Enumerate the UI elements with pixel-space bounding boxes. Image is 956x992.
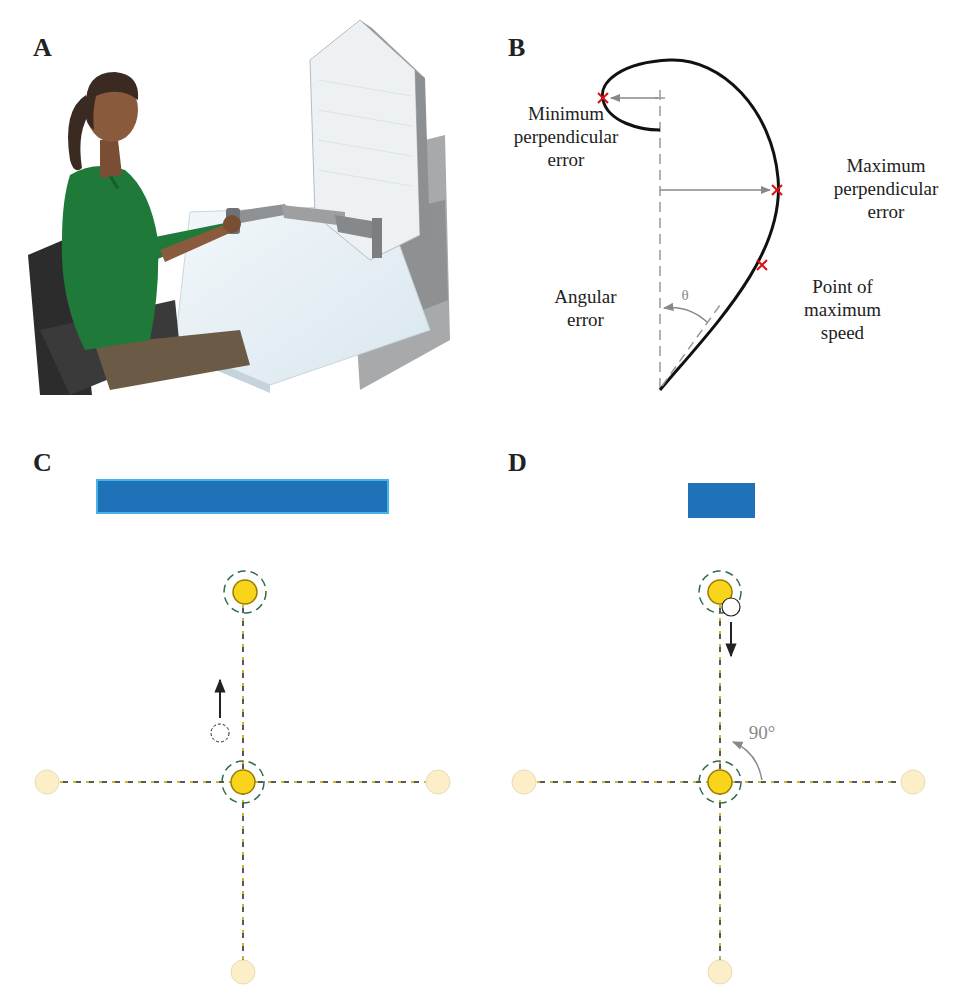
panel-letter: D — [508, 447, 548, 478]
angle-symbol: θ — [676, 286, 694, 304]
speed-label: Point of maximum speed — [780, 276, 905, 344]
target-layout-d — [512, 483, 925, 984]
panel-letter: C — [33, 447, 73, 478]
panel-letter: A — [33, 32, 73, 63]
error-label: Maximum perpendicular error — [822, 155, 950, 223]
trajectory-diagram — [598, 60, 782, 392]
target-layout-c — [35, 480, 450, 984]
error-label: Angular error — [538, 286, 633, 332]
angle-label: 90° — [737, 722, 787, 745]
error-label: Minimum perpendicular error — [507, 103, 625, 171]
panel-letter: B — [508, 32, 548, 63]
robot-setup-illustration — [28, 20, 450, 395]
